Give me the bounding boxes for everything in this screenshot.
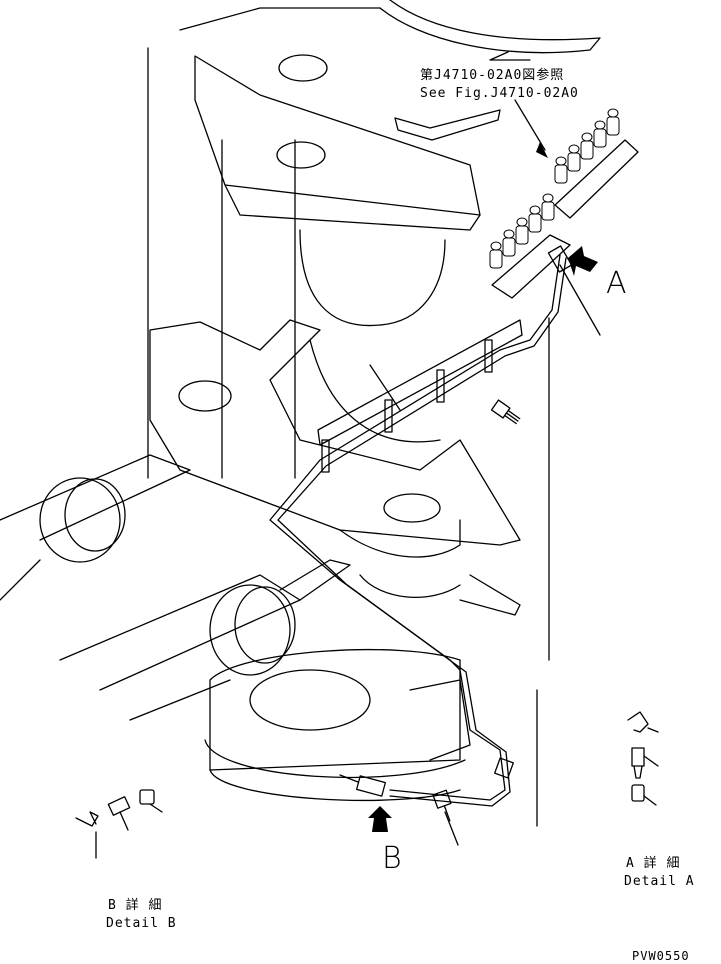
reference-note-jp: 第J4710-02A0図参照 xyxy=(420,68,565,83)
detail-a-title-jp: A 詳 細 xyxy=(626,856,681,871)
reference-note-en: See Fig.J4710-02A0 xyxy=(420,86,579,101)
lower-housing xyxy=(204,648,471,802)
callout-a-label: A xyxy=(606,266,627,301)
arrow-b-icon xyxy=(368,806,392,832)
detail-a-parts xyxy=(627,711,659,806)
figure-code: PVW0550 xyxy=(632,949,690,963)
reference-leader xyxy=(489,51,548,158)
grease-manifold xyxy=(489,108,639,299)
grease-lines xyxy=(269,254,601,807)
drive-shafts xyxy=(0,454,351,721)
middle-bracket xyxy=(149,319,521,616)
upper-bracket xyxy=(179,0,601,327)
bolts xyxy=(432,399,521,846)
clamp-plate xyxy=(317,319,523,473)
detail-b-parts xyxy=(75,789,163,859)
frame-rails xyxy=(147,47,550,827)
detail-b-title-jp: B 詳 細 xyxy=(108,898,163,913)
arrow-a-icon xyxy=(568,246,598,276)
callout-arrows xyxy=(368,246,598,832)
detail-b-title-en: Detail B xyxy=(106,916,177,931)
lower-fitting xyxy=(339,757,514,797)
callout-b-label: B xyxy=(382,841,402,876)
detail-a-title-en: Detail A xyxy=(624,874,695,889)
grease-nipples xyxy=(489,108,620,269)
